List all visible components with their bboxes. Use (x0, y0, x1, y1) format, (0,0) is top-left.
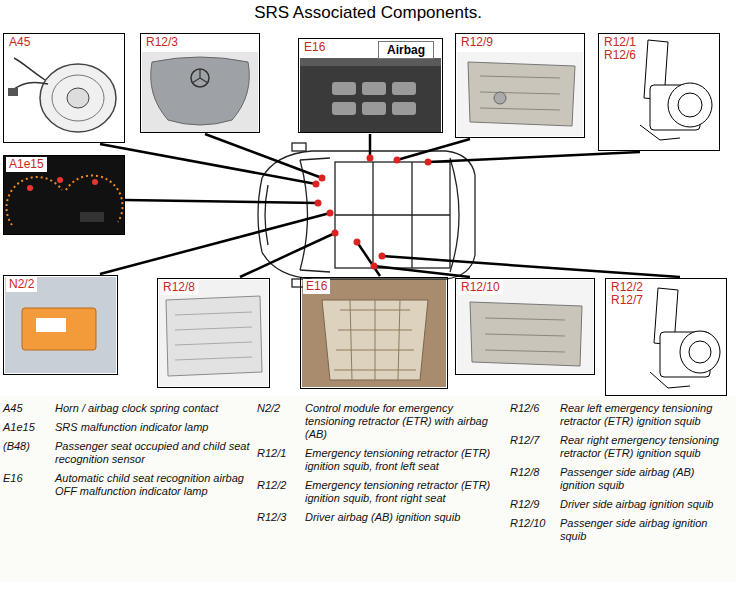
component-code: E16 (301, 40, 328, 55)
part-description: Control module for emergency tensioning … (305, 402, 505, 441)
component-code: A1e15 (6, 157, 47, 172)
part-code: N2/2 (257, 402, 305, 441)
legend-row: R12/1Emergency tensioning retractor (ETR… (257, 447, 505, 473)
component-code: R12/1 R12/6 (601, 35, 639, 63)
component-box: E16 (300, 277, 448, 389)
component-code: R12/8 (160, 280, 198, 295)
passenger-airbag-picture (159, 280, 268, 386)
component-code: E16 (303, 279, 330, 294)
legend-row: A45Horn / airbag clock spring contact (3, 402, 250, 415)
seat-sensor-picture (302, 279, 446, 387)
component-box: R12/3 (140, 33, 260, 133)
legend-row: N2/2Control module for emergency tension… (257, 402, 505, 441)
legend-column: A45Horn / airbag clock spring contactA1e… (3, 402, 250, 504)
part-code: E16 (3, 472, 55, 498)
component-box: R12/9 (455, 33, 585, 138)
diagram-title: SRS Associated Components. (0, 3, 736, 23)
side-airbag-picture (457, 280, 593, 373)
component-code: A45 (6, 35, 33, 50)
part-description: Emergency tensioning retractor (ETR) ign… (305, 479, 505, 505)
legend-row: R12/6Rear left emergency tensioning retr… (510, 402, 732, 428)
part-code: R12/7 (510, 434, 560, 460)
part-code: R12/8 (510, 466, 560, 492)
component-dots (313, 155, 432, 270)
part-description: Passenger side airbag ignition squib (560, 517, 732, 543)
component-box: N2/2 (3, 275, 118, 375)
legend-row: (B48)Passenger seat occupied and child s… (3, 440, 250, 466)
component-code: R12/10 (458, 280, 503, 295)
component-box: R12/10 (455, 278, 595, 375)
control-module-picture (5, 277, 116, 373)
legend-row: R12/2Emergency tensioning retractor (ETR… (257, 479, 505, 505)
part-code: A45 (3, 402, 55, 415)
component-code: R12/2 R12/7 (608, 280, 646, 308)
driver-airbag-picture (142, 52, 258, 132)
part-description: Horn / airbag clock spring contact (55, 402, 250, 415)
part-description: Rear right emergency tensioning retracto… (560, 434, 732, 460)
legend-row: R12/7Rear right emergency tensioning ret… (510, 434, 732, 460)
component-box: A1e15 (3, 155, 125, 235)
legend-row: A1e15SRS malfunction indicator lamp (3, 421, 250, 434)
legend-row: R12/3Driver airbag (AB) ignition squib (257, 511, 505, 524)
part-description: SRS malfunction indicator lamp (55, 421, 250, 434)
component-code: R12/3 (143, 35, 181, 50)
part-code: R12/3 (257, 511, 305, 524)
component-box: A45 (3, 33, 125, 143)
component-box: E16 Airbag (298, 38, 443, 133)
switch-panel-picture (300, 58, 441, 132)
part-code: (B48) (3, 440, 55, 466)
part-description: Passenger side airbag (AB) ignition squi… (560, 466, 732, 492)
car-top-view (258, 143, 475, 287)
part-code: R12/10 (510, 517, 560, 543)
part-description: Driver side airbag ignition squib (560, 498, 732, 511)
part-code: R12/9 (510, 498, 560, 511)
legend-column: R12/6Rear left emergency tensioning retr… (510, 402, 732, 549)
legend-row: R12/9Driver side airbag ignition squib (510, 498, 732, 511)
retractor-picture (650, 288, 720, 388)
part-code: A1e15 (3, 421, 55, 434)
legend-column: N2/2Control module for emergency tension… (257, 402, 505, 530)
legend-ground (0, 396, 736, 582)
leader-lines (100, 134, 680, 277)
instrument-cluster-picture (4, 156, 124, 234)
part-code: R12/1 (257, 447, 305, 473)
panel-text: Airbag (378, 41, 434, 59)
part-description: Passenger seat occupied and child seat r… (55, 440, 250, 466)
component-code: N2/2 (6, 277, 37, 292)
retractor-picture (640, 40, 712, 140)
component-box: R12/1 R12/6 (598, 33, 720, 151)
component-box: R12/2 R12/7 (605, 278, 727, 396)
part-code: R12/6 (510, 402, 560, 428)
component-code: R12/9 (458, 35, 496, 50)
legend-row: E16Automatic child seat recognition airb… (3, 472, 250, 498)
part-description: Driver airbag (AB) ignition squib (305, 511, 505, 524)
part-description: Rear left emergency tensioning retractor… (560, 402, 732, 428)
legend-row: R12/8Passenger side airbag (AB) ignition… (510, 466, 732, 492)
part-description: Emergency tensioning retractor (ETR) ign… (305, 447, 505, 473)
component-box: R12/8 (157, 278, 270, 388)
clock-spring-picture (8, 58, 116, 132)
part-description: Automatic child seat recognition airbag … (55, 472, 250, 498)
legend-row: R12/10Passenger side airbag ignition squ… (510, 517, 732, 543)
part-code: R12/2 (257, 479, 305, 505)
side-airbag-picture (457, 52, 583, 136)
